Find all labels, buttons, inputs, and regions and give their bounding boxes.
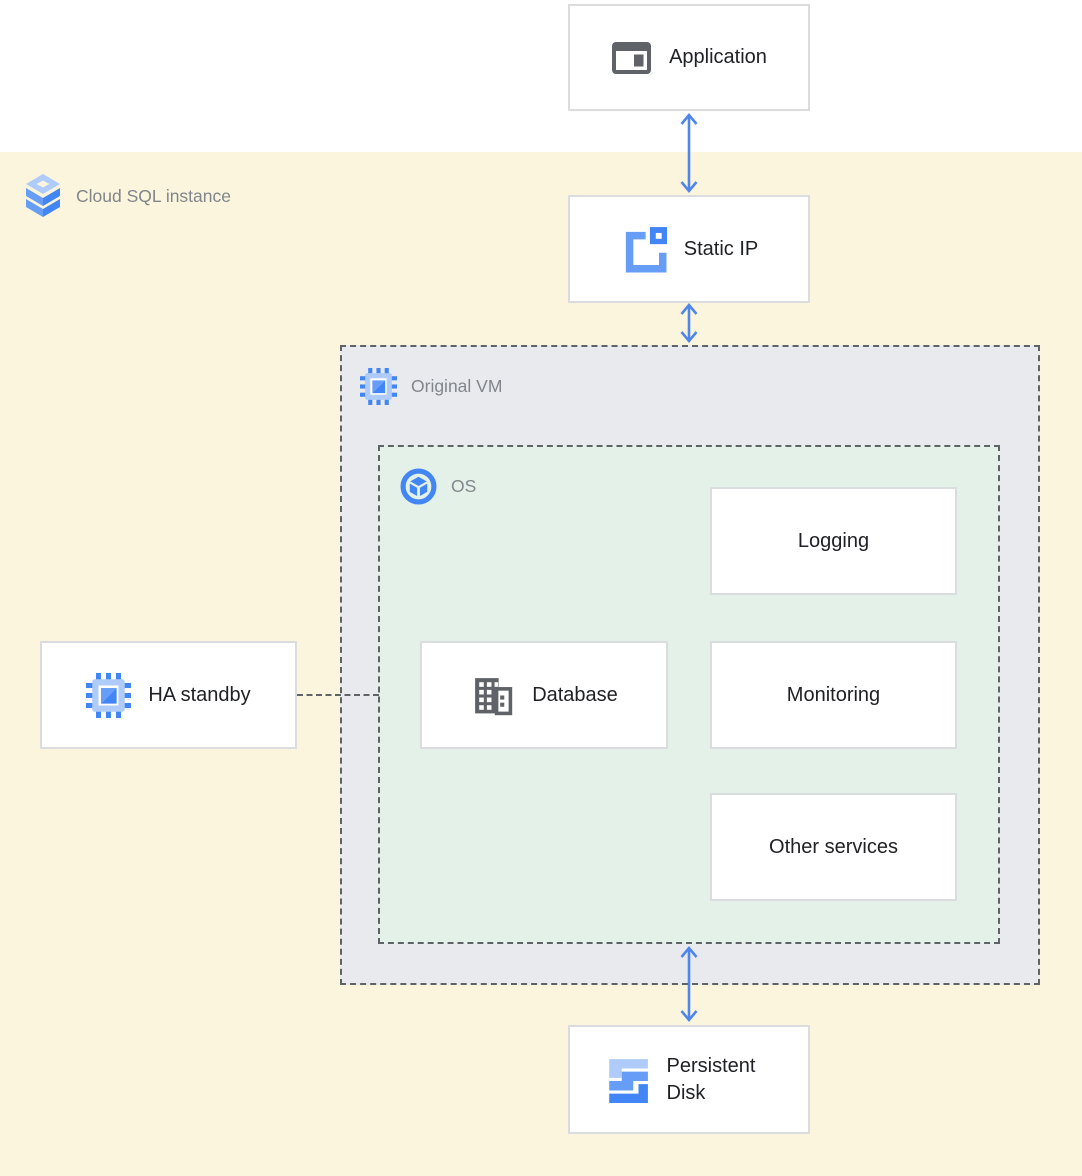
node-ha-standby: HA standby bbox=[40, 641, 297, 749]
node-database: Database bbox=[420, 641, 668, 749]
node-database-label: Database bbox=[532, 683, 618, 706]
static-ip-icon bbox=[620, 226, 667, 273]
node-logging-label: Logging bbox=[797, 529, 870, 552]
node-ha-standby-label: HA standby bbox=[148, 683, 251, 706]
os-zone-label-text: OS bbox=[451, 476, 477, 496]
cloud-sql-zone-label: Cloud SQL instance bbox=[24, 173, 231, 219]
node-logging: Logging bbox=[710, 487, 957, 595]
node-application: Application bbox=[568, 4, 810, 111]
cloud-sql-zone-label-text: Cloud SQL instance bbox=[76, 185, 231, 206]
arrow-static-ip-original-vm bbox=[676, 301, 702, 350]
compute-engine-icon bbox=[86, 672, 132, 718]
node-static-ip: Static IP bbox=[568, 195, 810, 303]
node-other-services: Other services bbox=[710, 793, 957, 901]
node-persistent-disk: Persistent Disk bbox=[568, 1025, 810, 1134]
os-zone-label: OS bbox=[400, 468, 476, 505]
persistent-disk-icon bbox=[604, 1057, 650, 1103]
original-vm-zone-label: Original VM bbox=[360, 368, 502, 405]
arrow-application-static-ip bbox=[676, 111, 702, 200]
node-other-services-label: Other services bbox=[769, 835, 898, 858]
compute-engine-icon bbox=[360, 368, 397, 405]
node-monitoring-label: Monitoring bbox=[786, 683, 881, 706]
node-persistent-disk-label: Persistent Disk bbox=[666, 1054, 756, 1104]
node-application-label: Application bbox=[669, 46, 767, 68]
os-icon bbox=[400, 468, 437, 505]
arrow-os-persistent-disk bbox=[676, 944, 702, 1029]
database-building-icon bbox=[470, 673, 515, 718]
node-static-ip-label: Static IP bbox=[683, 237, 759, 260]
original-vm-zone-label-text: Original VM bbox=[411, 376, 503, 396]
node-monitoring: Monitoring bbox=[710, 641, 957, 749]
application-window-icon bbox=[611, 41, 652, 75]
cloud-sql-icon bbox=[24, 173, 62, 219]
dashed-link-ha-standby-os bbox=[297, 694, 379, 696]
